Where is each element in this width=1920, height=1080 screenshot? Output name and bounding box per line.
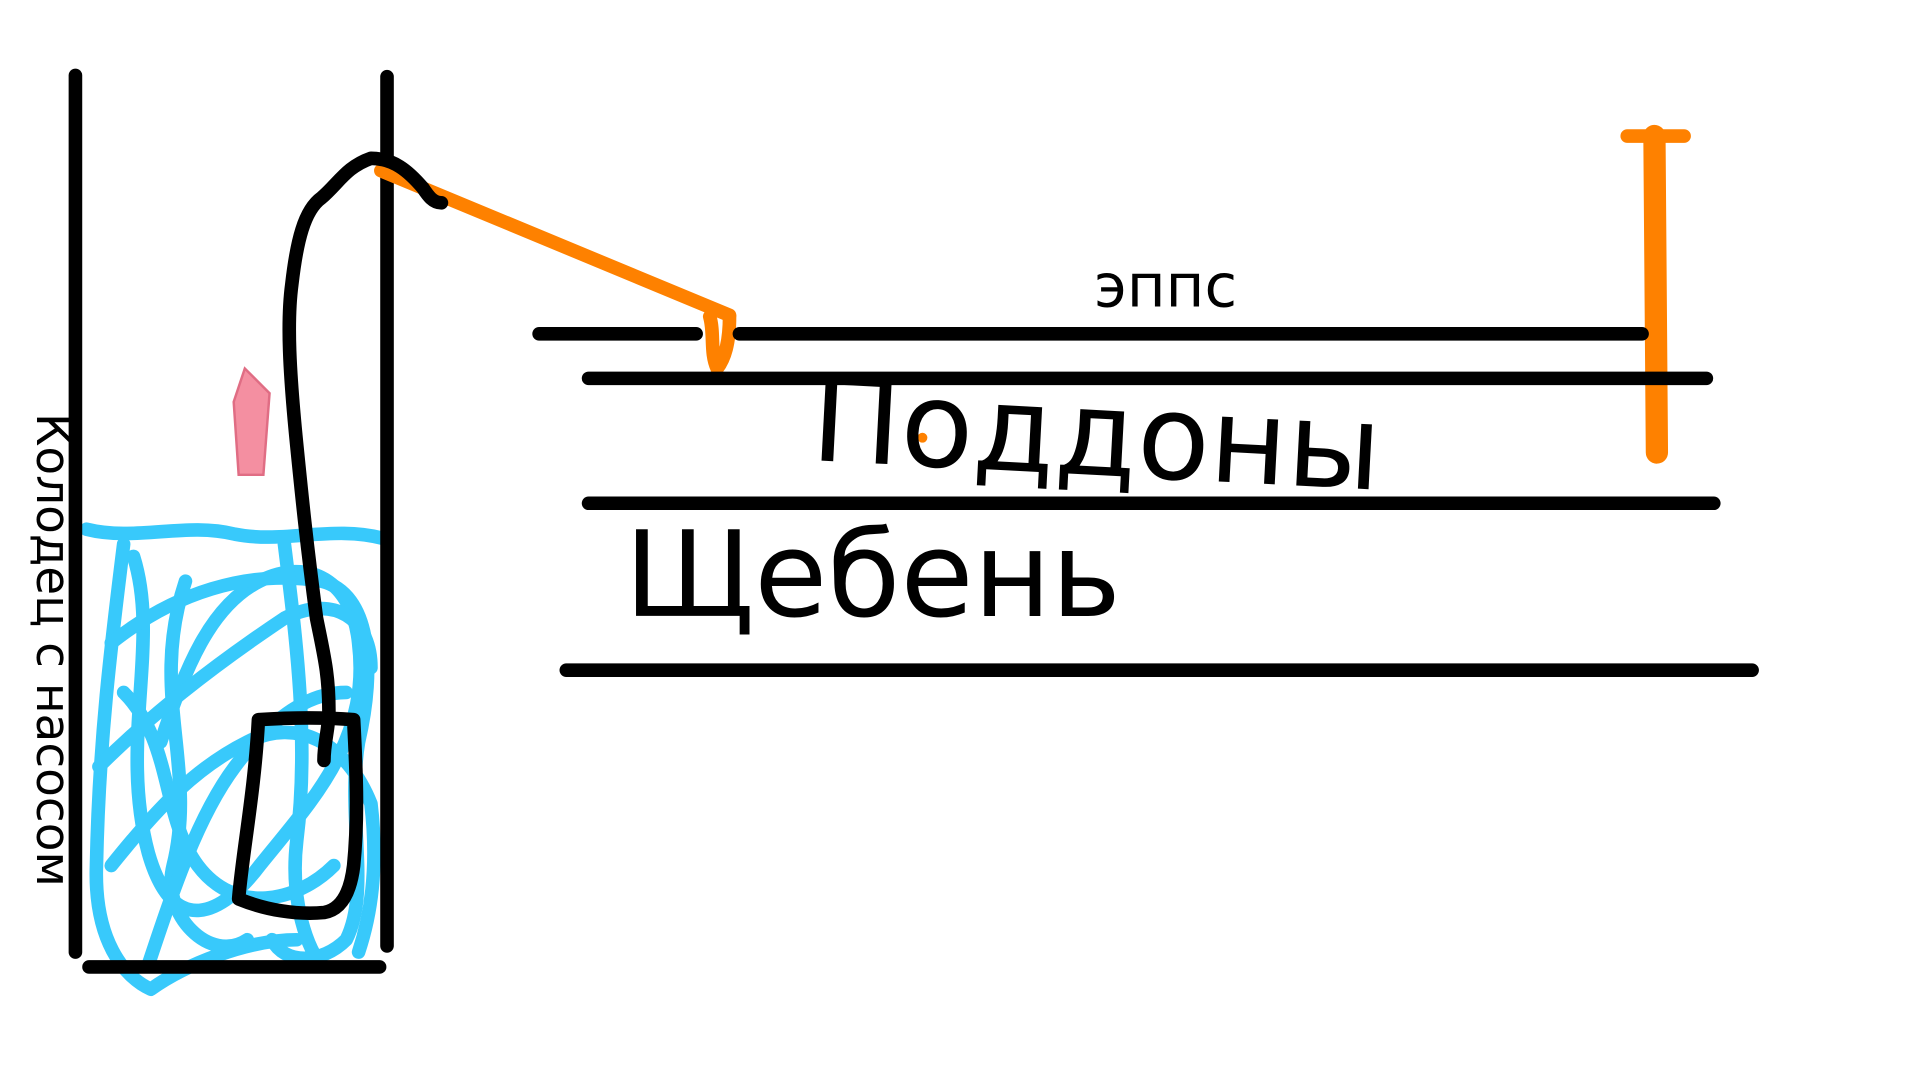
label-gravel: Щебень xyxy=(624,506,1121,644)
pipe-outlet xyxy=(702,309,737,376)
water-surface-line xyxy=(79,522,393,546)
well xyxy=(68,68,394,974)
water-scribble-7 xyxy=(141,685,354,972)
up-arrow-icon xyxy=(232,366,271,477)
pipe-dot xyxy=(917,432,928,443)
label-well: Колодец с насосом xyxy=(25,413,80,887)
label-insulation: эппс xyxy=(1094,252,1237,321)
water-scribble-1 xyxy=(89,537,304,997)
water-scribble-9 xyxy=(277,537,329,972)
water-scribble-6 xyxy=(104,725,381,959)
water-scribble-2 xyxy=(126,549,367,918)
water-scribble-4 xyxy=(104,571,375,966)
label-pallets: Поддоны xyxy=(808,350,1384,518)
hose-line xyxy=(282,151,449,768)
pump-hose xyxy=(282,151,449,768)
pipe-slope xyxy=(374,163,737,323)
pump-body xyxy=(231,710,364,920)
vent-pipe xyxy=(1643,124,1669,464)
drain-pipe xyxy=(374,124,1691,464)
layers xyxy=(532,327,1759,677)
water-fill xyxy=(79,522,393,997)
